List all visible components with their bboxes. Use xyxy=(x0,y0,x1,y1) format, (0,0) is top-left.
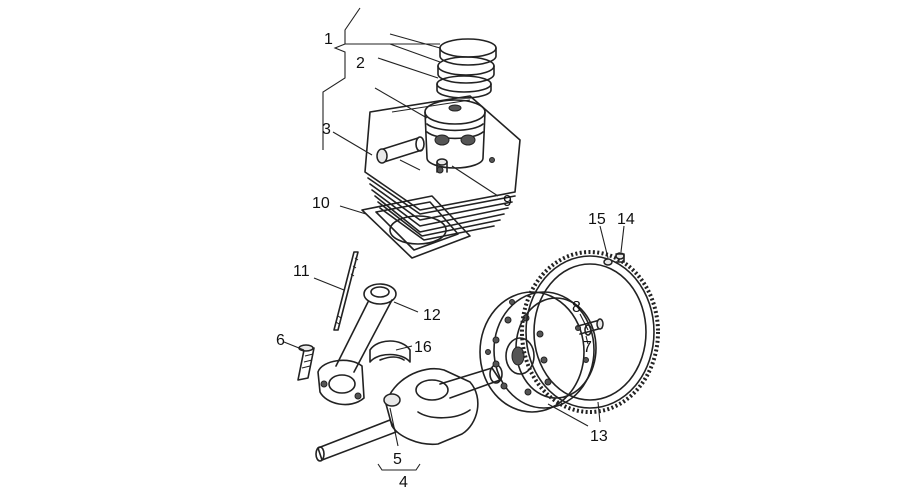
callout-1: 1 xyxy=(324,31,333,48)
stud-bolt xyxy=(283,341,315,381)
leader-13b xyxy=(597,401,601,423)
callout-12: 12 xyxy=(423,307,441,324)
cylinder-dowel xyxy=(436,158,499,197)
callout-6: 6 xyxy=(276,332,285,349)
callout-labels: 1 2 3 4 5 6 7 8 9 10 11 12 13 14 15 16 xyxy=(276,31,635,491)
connecting-rod xyxy=(317,283,419,406)
flywheel-holes xyxy=(485,299,552,396)
cylinder-base-gasket xyxy=(339,195,471,259)
callout-15: 15 xyxy=(588,211,606,228)
cylinder-barrel xyxy=(364,95,521,241)
piston xyxy=(374,87,486,169)
big-end-bearing xyxy=(369,340,413,363)
callout-4: 4 xyxy=(399,474,408,491)
callout-5: 5 xyxy=(393,451,402,468)
callout-2: 2 xyxy=(356,55,365,72)
callout-14: 14 xyxy=(617,211,635,228)
callout-13: 13 xyxy=(590,428,608,445)
ring-gear xyxy=(520,250,660,414)
crankshaft xyxy=(315,364,503,471)
cylinder-stud xyxy=(313,251,359,331)
leader-13a xyxy=(547,403,589,427)
callout-10: 10 xyxy=(312,195,330,212)
flywheel-bolt xyxy=(577,313,604,345)
piston-pin xyxy=(332,131,425,164)
callout-7: 7 xyxy=(583,339,592,356)
callout-3: 3 xyxy=(322,121,331,138)
callout-9: 9 xyxy=(503,193,512,210)
assembly-1-bracket xyxy=(322,7,440,150)
piston-rings xyxy=(377,33,497,99)
ring-gear-screw xyxy=(599,225,625,266)
callout-8: 8 xyxy=(572,299,581,316)
callout-11: 11 xyxy=(293,263,310,280)
callout-16: 16 xyxy=(414,339,432,356)
